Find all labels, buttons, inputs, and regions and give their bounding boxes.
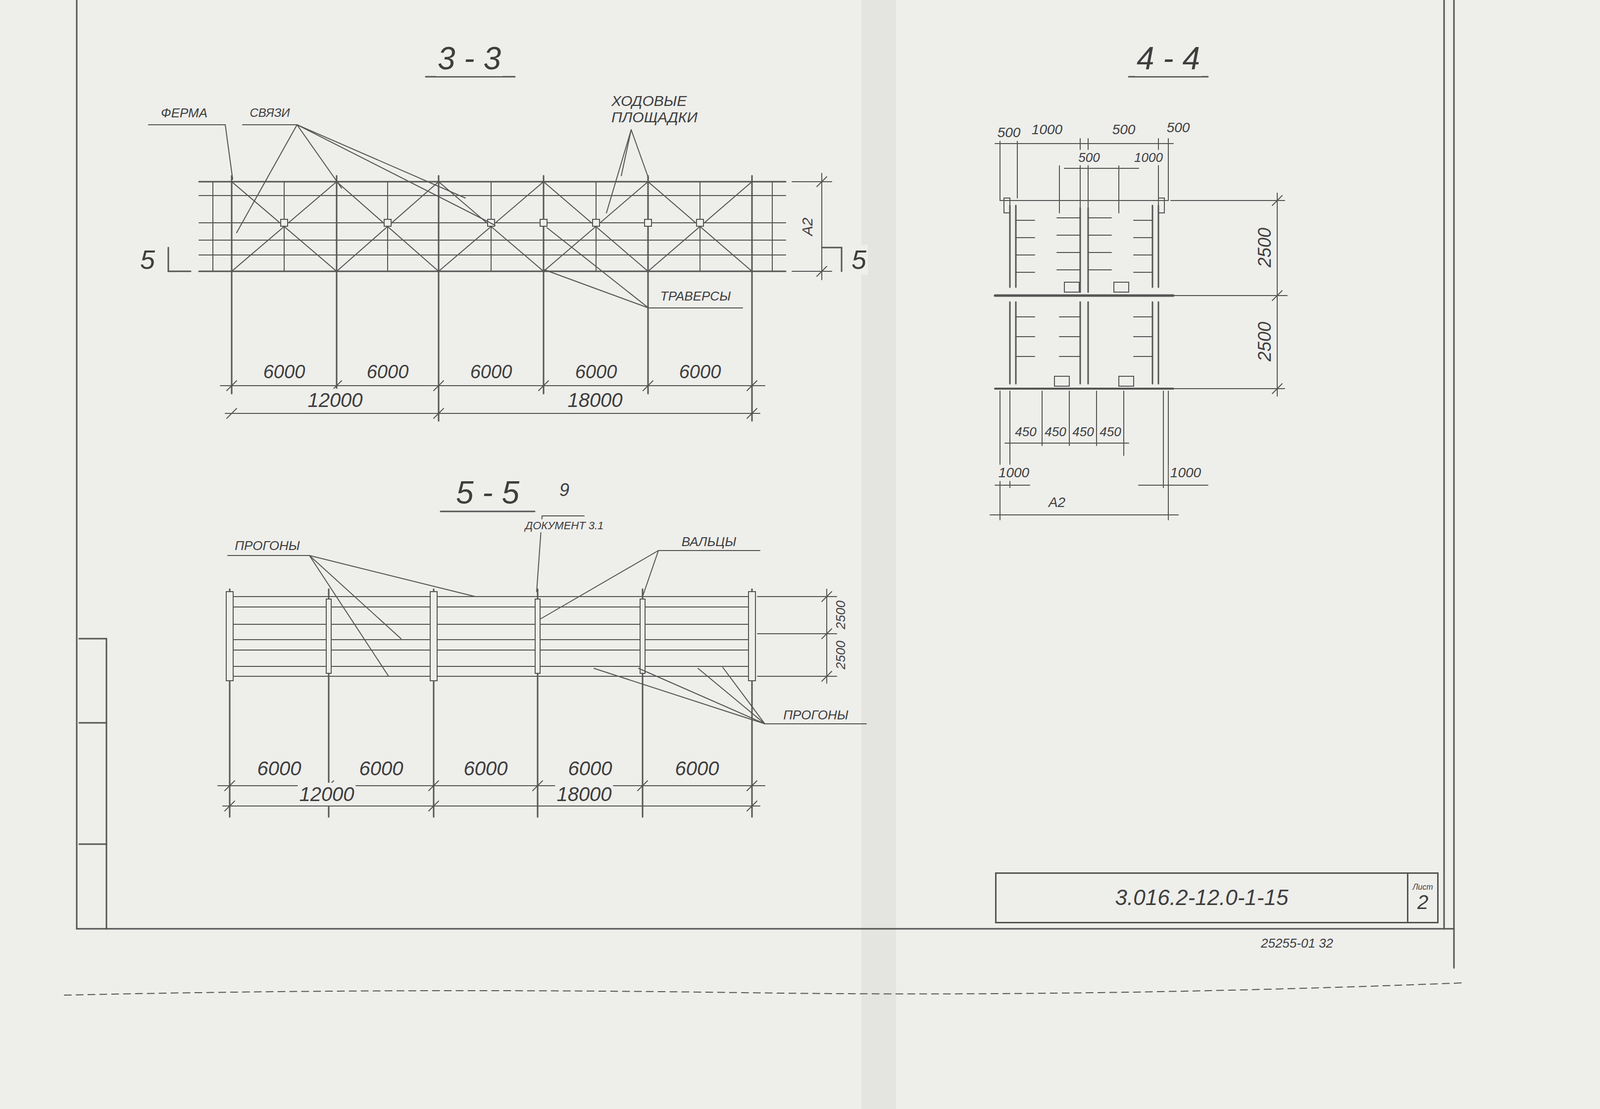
cell-text: 2 <box>1417 891 1429 913</box>
dimension: 1000 <box>1132 150 1165 166</box>
part-name: ВАЛЬЦЫ <box>680 534 739 550</box>
dimension: 500 <box>1110 121 1138 139</box>
dimension: 2500 <box>833 599 849 631</box>
section-mark: 5 <box>138 244 157 275</box>
dimension: 1000 <box>997 464 1031 482</box>
dimension: 6000 <box>677 361 723 384</box>
part-name: ФЕРМА <box>159 105 209 121</box>
truss-elevation <box>148 76 842 421</box>
dimension: 6000 <box>573 361 619 384</box>
dimension: 2500 <box>1254 226 1276 269</box>
dimension: 2500 <box>833 639 849 671</box>
purlin-plan <box>217 511 867 817</box>
dimension: 450 <box>1013 424 1038 440</box>
title-block-cell: 3.016.2-12.0-1-15 <box>995 872 1409 924</box>
section-title: 3 - 3 <box>436 40 503 77</box>
dimension: 6000 <box>261 361 307 384</box>
dimension: 2500 <box>1254 320 1276 363</box>
callout-number: 9 <box>557 479 571 501</box>
dimension: 6000 <box>255 756 303 780</box>
dimension: 6000 <box>462 756 510 780</box>
section-mark: 5 <box>850 244 868 275</box>
dimension: 12000 <box>305 388 364 412</box>
dimension: 500 <box>1076 150 1101 166</box>
section-title: 5 - 5 <box>454 474 521 511</box>
fold-shade <box>861 0 897 1109</box>
dimension: 500 <box>996 124 1023 142</box>
part-name: СВЯЗИ <box>248 105 292 120</box>
dimension: 450 <box>1098 424 1123 440</box>
cell-text: 3.016.2-12.0-1-15 <box>1115 885 1289 910</box>
dimension: 18000 <box>554 782 613 806</box>
dimension: 6000 <box>365 361 411 384</box>
dimension: 6000 <box>566 756 614 780</box>
section-title: 4 - 4 <box>1135 40 1202 77</box>
dimension: 12000 <box>297 782 356 806</box>
sheet-frame <box>64 0 1466 996</box>
part-name: ПРОГОНЫ <box>233 538 302 554</box>
dimension: 6000 <box>468 361 514 384</box>
dimension: 1000 <box>1030 121 1064 139</box>
dimension: 6000 <box>673 756 721 780</box>
dimension: 6000 <box>357 756 405 780</box>
dimension: 450 <box>1043 424 1068 440</box>
dimension: 450 <box>1070 424 1096 440</box>
dimension: 1000 <box>1168 464 1203 482</box>
cell-heading: Лист <box>1412 882 1433 892</box>
document-ref: ДОКУМЕНТ 3.1 <box>523 519 606 533</box>
archive-number: 25255-01 32 <box>1259 935 1335 951</box>
part-name: ХОДОВЫЕ ПЛОЩАДКИ <box>609 92 727 126</box>
sheet-cell: Лист2 <box>1406 872 1439 924</box>
dimension: 18000 <box>565 388 624 412</box>
part-name: ТРАВЕРСЫ <box>658 288 733 304</box>
dimension: А2 <box>798 216 816 238</box>
part-name: ПРОГОНЫ <box>781 707 850 723</box>
dimension: А2 <box>1047 494 1067 511</box>
dimension: 500 <box>1165 119 1192 137</box>
cross-section <box>990 76 1288 520</box>
